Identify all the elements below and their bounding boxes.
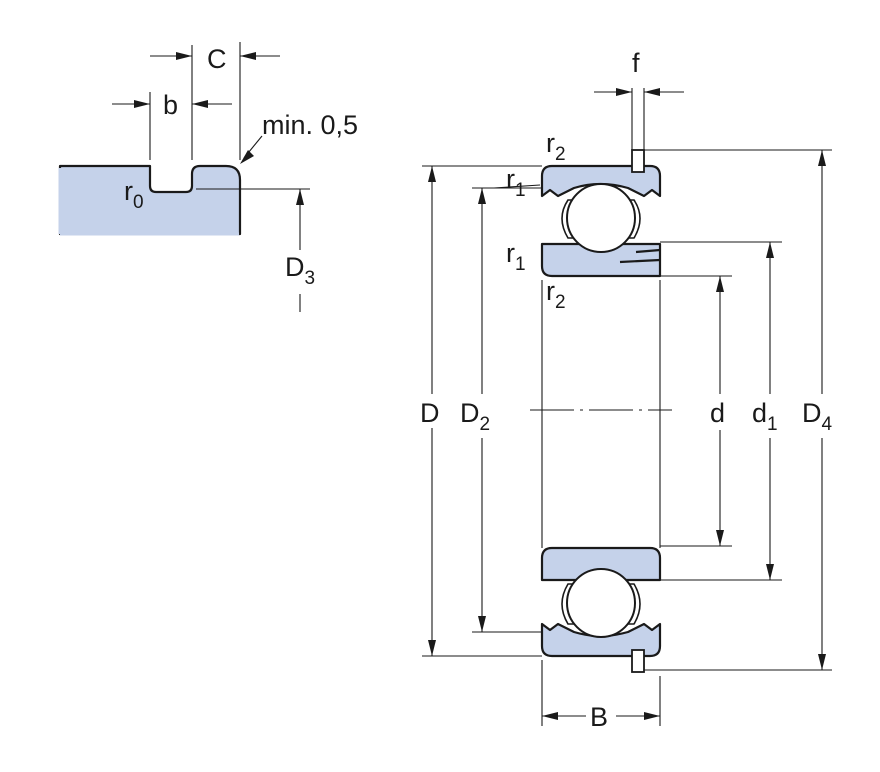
label-d-outer: D [420, 398, 440, 428]
label-c: C [207, 44, 227, 74]
inner-ring-top [540, 242, 662, 278]
label-b: b [163, 90, 178, 120]
snap-ring-bottom [631, 649, 645, 673]
dimensions: f D D2 d d1 [420, 48, 833, 732]
label-min-chamfer: min. 0,5 [262, 110, 358, 140]
label-f: f [632, 48, 640, 78]
label-r1-top: r1 [506, 164, 526, 201]
bearing-section [530, 149, 672, 673]
groove-detail-body [58, 164, 242, 236]
label-d3: D3 [285, 252, 315, 289]
ball-top [566, 183, 636, 253]
label-r0: r0 [124, 176, 144, 213]
label-b-width: B [590, 702, 608, 732]
groove-detail: C b min. 0,5 r0 D3 [58, 42, 358, 312]
label-d-bore: d [710, 398, 725, 428]
snap-ring-top [631, 149, 645, 173]
label-r2-mid: r2 [546, 276, 566, 313]
label-d4: D4 [802, 398, 833, 435]
label-r1-mid: r1 [506, 238, 526, 275]
label-r2-top: r2 [546, 128, 566, 165]
ball-bottom [566, 568, 636, 638]
label-d1: d1 [752, 398, 778, 435]
label-d2: D2 [460, 398, 490, 435]
